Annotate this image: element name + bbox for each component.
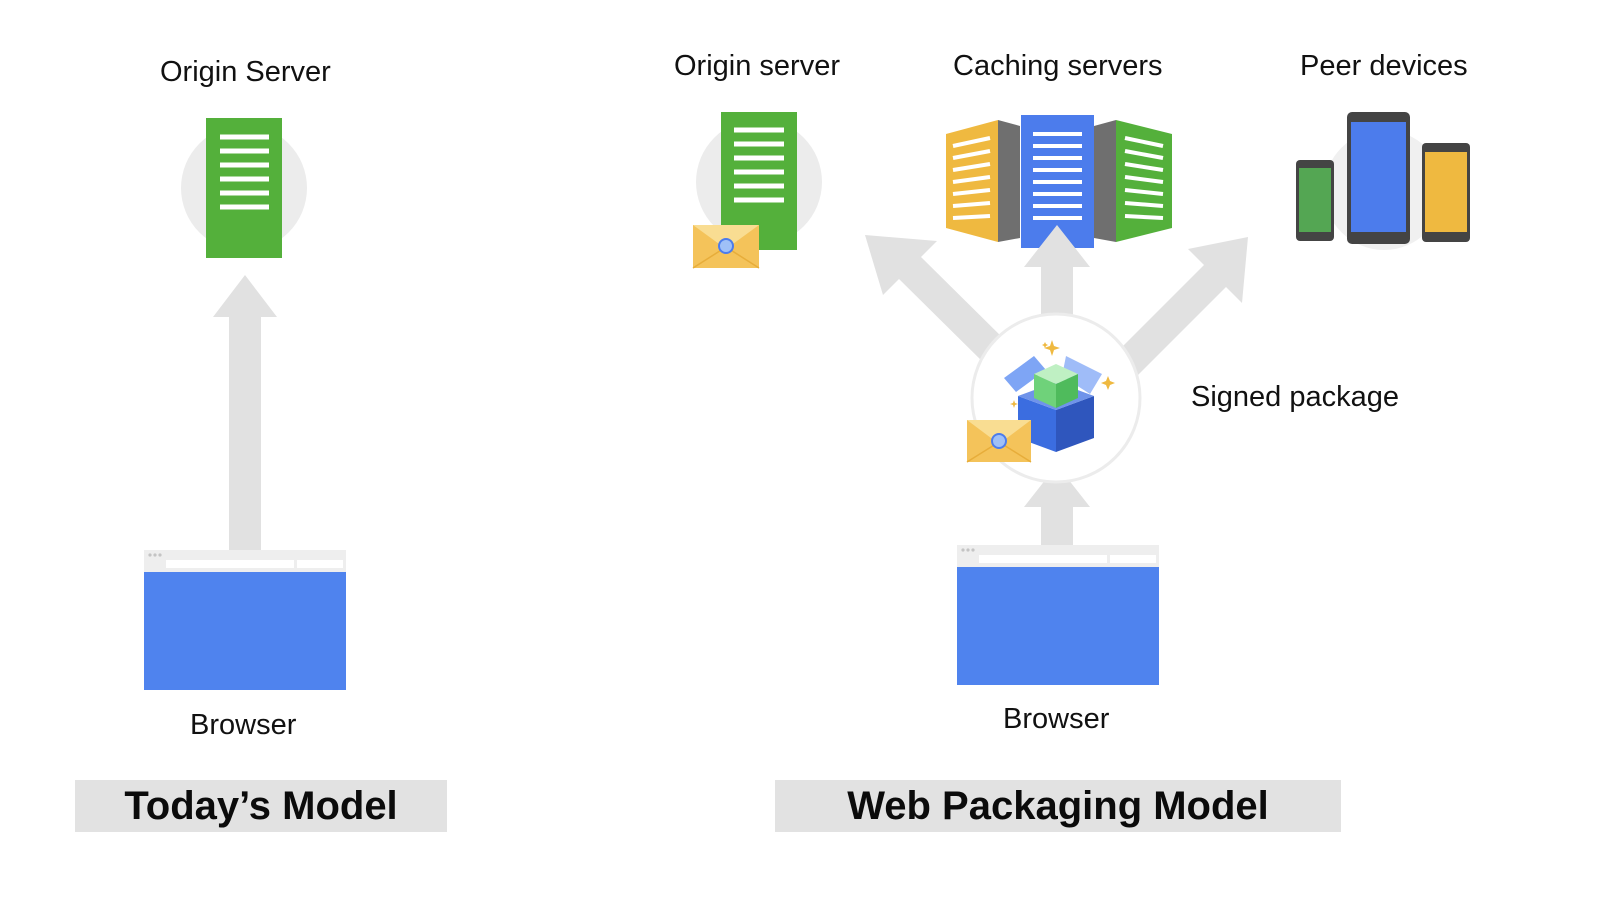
browser-window-icon [957,545,1159,685]
wpm-browser-label: Browser [1003,703,1110,735]
phone-icon [1296,112,1470,250]
web-packaging-model-title: Web Packaging Model [775,780,1341,832]
todays-origin-server-label: Origin Server [160,56,331,88]
envelope-seal-icon [692,225,760,269]
arrow-up-icon [213,275,277,555]
wpm-signed-package-label: Signed package [1191,381,1399,413]
server-icon [181,118,307,258]
todays-browser-label: Browser [190,709,297,741]
package-box-icon [970,312,1142,484]
envelope-seal-icon [966,420,1032,463]
arrows-fan-icon [865,225,1248,555]
wpm-origin-server-label: Origin server [674,50,840,82]
browser-window-icon [144,550,346,690]
wpm-caching-servers-label: Caching servers [953,50,1163,82]
todays-model-title: Today’s Model [75,780,447,832]
wpm-peer-devices-label: Peer devices [1300,50,1468,82]
